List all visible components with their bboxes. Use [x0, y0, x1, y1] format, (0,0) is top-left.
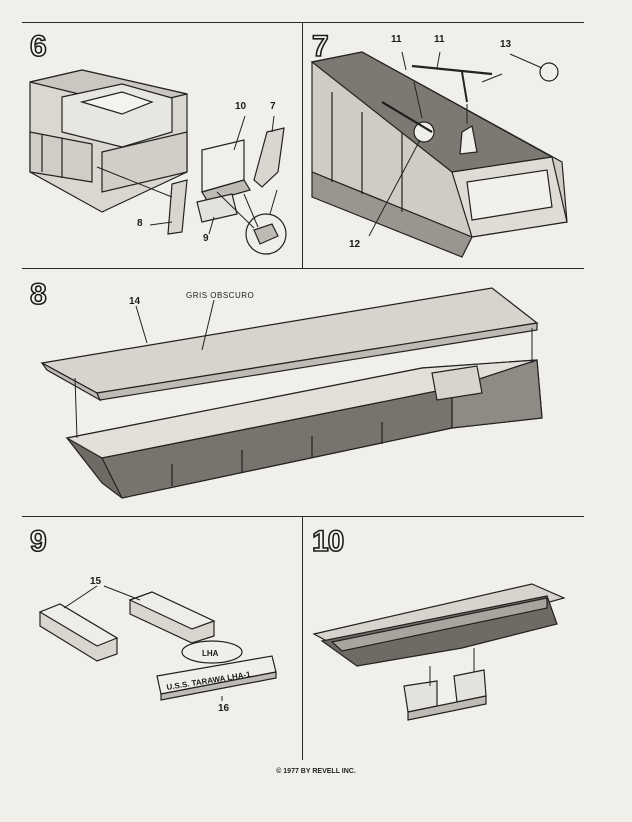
step-6-callout-9: 9 — [203, 233, 209, 244]
step-7-number: 7 — [311, 30, 329, 63]
step-8-callout-14: 14 — [129, 296, 141, 307]
divider-col-top — [302, 22, 303, 268]
decal-lha: LHA — [202, 649, 219, 658]
step-10-number: 10 — [311, 525, 345, 558]
step-9-callout-16: 16 — [218, 703, 230, 714]
step-9-callout-15: 15 — [90, 576, 102, 587]
step-7-callout-11a: 11 — [391, 34, 402, 45]
step-6-callout-10: 10 — [235, 101, 247, 112]
step-10-illustration — [302, 516, 584, 760]
divider-col-bottom — [302, 516, 303, 760]
divider-top — [22, 22, 584, 23]
copyright-footer: © 1977 BY REVELL INC. — [276, 768, 356, 775]
step-7-callout-12: 12 — [349, 239, 361, 250]
step-8-illustration — [22, 268, 584, 516]
step-6-illustration — [22, 22, 302, 268]
step-7-callout-13: 13 — [500, 39, 512, 50]
step-9-illustration: LHA U.S.S. TARAWA LHA-1 — [22, 516, 302, 760]
step-7-callout-11b: 11 — [434, 34, 445, 45]
divider-row1 — [22, 268, 584, 269]
step-9-number: 9 — [29, 525, 47, 558]
step-6-callout-8: 8 — [137, 218, 143, 229]
step-8-number: 8 — [29, 278, 47, 311]
step-6-number: 6 — [29, 30, 47, 63]
step-8-paint-note: GRIS OBSCURO — [186, 291, 255, 300]
divider-row2 — [22, 516, 584, 517]
step-6-callout-7: 7 — [270, 101, 276, 112]
step-7-illustration — [302, 22, 584, 268]
